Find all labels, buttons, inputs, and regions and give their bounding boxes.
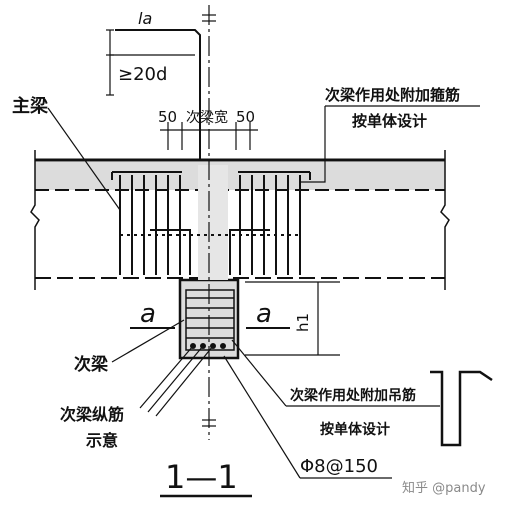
section-mark-a-right: a bbox=[256, 299, 272, 329]
stirrup-note-leader bbox=[300, 106, 326, 183]
h1-label: h1 bbox=[294, 313, 312, 332]
main-beam-leader bbox=[47, 107, 121, 211]
section-title: 1—1 bbox=[165, 458, 238, 496]
top-dimension-line bbox=[160, 122, 258, 150]
hanger-bar-symbol bbox=[430, 370, 493, 447]
main-beam-label: 主梁 bbox=[12, 95, 49, 117]
long-bars-leaders bbox=[139, 345, 214, 417]
dim-secondary-width: 次梁宽 bbox=[186, 109, 228, 126]
hanger-note-leader bbox=[231, 339, 287, 407]
break-mark-right bbox=[440, 150, 450, 290]
secondary-beam-label: 次梁 bbox=[74, 354, 109, 375]
additional-stirrups bbox=[111, 171, 311, 275]
center-line bbox=[202, 5, 216, 440]
anchor-extension bbox=[106, 29, 201, 160]
hanger-bars bbox=[120, 229, 300, 275]
secondary-long-bars-label1: 次梁纵筋 bbox=[60, 405, 124, 424]
secondary-beam-leader bbox=[111, 319, 185, 363]
min-extension-label: ≥20d bbox=[118, 64, 167, 85]
stirrup-spec-leader bbox=[223, 355, 301, 479]
section-mark-a-left: a bbox=[140, 299, 156, 329]
dim-50-right: 50 bbox=[236, 108, 255, 126]
h1-dimension bbox=[245, 281, 340, 356]
stirrup-note-line2: 按单体设计 bbox=[352, 112, 427, 130]
break-mark-left bbox=[30, 150, 40, 290]
stirrup-note-line1: 次梁作用处附加箍筋 bbox=[325, 86, 460, 104]
secondary-long-bars-label2: 示意 bbox=[86, 431, 118, 450]
hanger-note-line1: 次梁作用处附加吊筋 bbox=[290, 387, 416, 404]
watermark: 知乎 @pandy bbox=[402, 480, 486, 496]
anchor-length-label: la bbox=[138, 9, 152, 28]
stirrup-spec-label: Φ8@150 bbox=[300, 456, 378, 477]
dim-50-left: 50 bbox=[158, 108, 177, 126]
hanger-note-line2: 按单体设计 bbox=[320, 421, 390, 438]
